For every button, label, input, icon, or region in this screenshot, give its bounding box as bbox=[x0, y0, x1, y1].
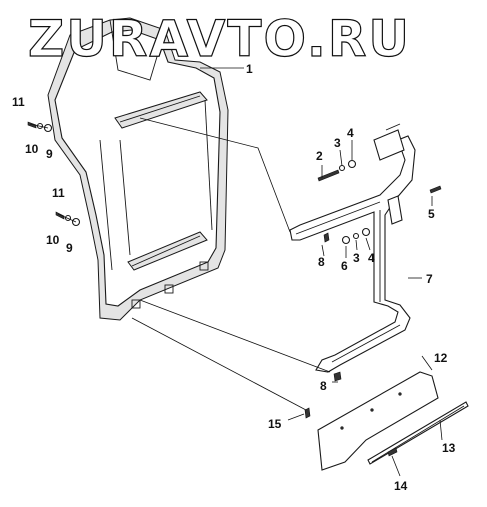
callout-11b: 11 bbox=[52, 186, 65, 200]
callout-13: 13 bbox=[442, 441, 456, 455]
callout-4b: 4 bbox=[368, 251, 375, 265]
callout-3b: 3 bbox=[353, 251, 360, 265]
callout-1: 1 bbox=[246, 62, 253, 76]
callout-9b: 9 bbox=[66, 241, 73, 255]
callout-7: 7 bbox=[426, 272, 433, 286]
mudflap-shield bbox=[47, 17, 229, 321]
retaining-strip bbox=[367, 401, 469, 465]
callout-11a: 11 bbox=[12, 95, 25, 109]
watermark: ZURAVTO.RU bbox=[28, 10, 411, 68]
fasteners bbox=[27, 121, 442, 457]
callout-12: 12 bbox=[434, 351, 448, 365]
callout-8b: 8 bbox=[320, 379, 327, 393]
callout-5: 5 bbox=[428, 207, 435, 221]
callout-10b: 10 bbox=[46, 233, 60, 247]
callout-4: 4 bbox=[347, 126, 354, 140]
callout-9a: 9 bbox=[46, 147, 53, 161]
callout-3: 3 bbox=[334, 136, 341, 150]
mudflap-rubber bbox=[317, 371, 439, 471]
callout-15: 15 bbox=[268, 417, 282, 431]
callout-8a: 8 bbox=[318, 255, 325, 269]
callout-6: 6 bbox=[341, 259, 348, 273]
callout-2: 2 bbox=[316, 149, 323, 163]
bracket-arm bbox=[289, 123, 416, 373]
leader-lines bbox=[29, 67, 443, 477]
callout-10a: 10 bbox=[25, 142, 39, 156]
callout-14: 14 bbox=[394, 479, 408, 493]
callouts: 1 2 3 4 5 6 3 4 7 8 8 9 10 11 9 10 11 12… bbox=[12, 62, 456, 493]
